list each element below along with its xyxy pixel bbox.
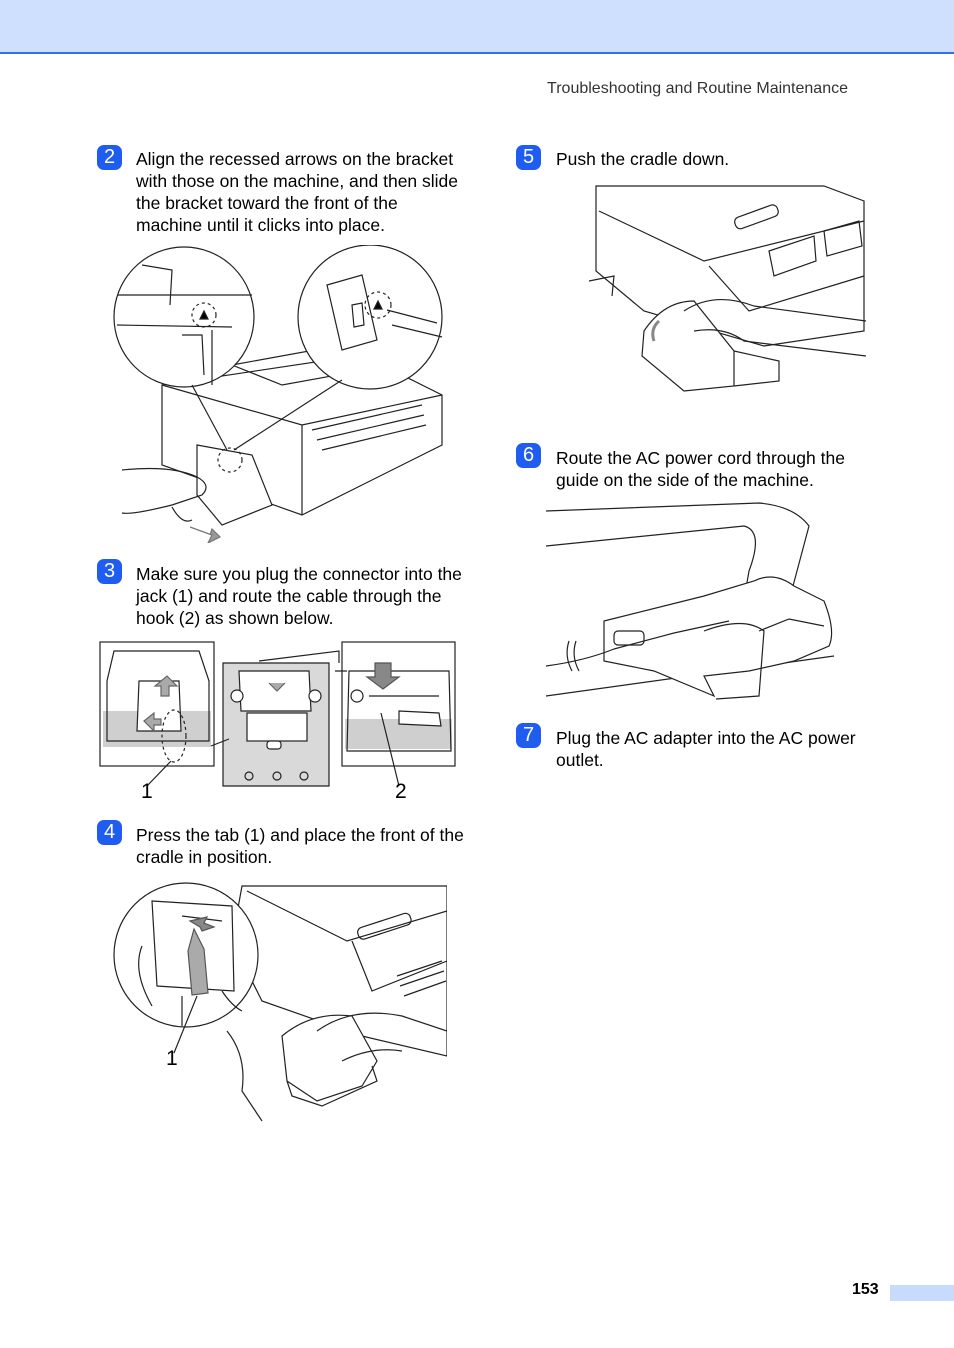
step-instruction: Plug the AC adapter into the AC power ou… — [556, 728, 856, 770]
callout-number: 1 — [166, 1047, 178, 1070]
step-number-badge: 4 — [97, 820, 122, 845]
figure-press-tab-cradle: 1 — [112, 881, 447, 1126]
page-tab-marker — [890, 1285, 954, 1301]
step-instruction: Press the tab (1) and place the front of… — [136, 825, 464, 867]
page-number: 153 — [852, 1281, 879, 1298]
step-instruction: Make sure you plug the connector into th… — [136, 564, 462, 628]
figure-route-power-cord — [544, 501, 836, 701]
callout-number: 2 — [395, 780, 407, 803]
step-instruction: Push the cradle down. — [556, 149, 730, 169]
figure-push-cradle-down — [584, 181, 866, 397]
figure-align-bracket — [112, 245, 447, 543]
callout-number: 1 — [141, 780, 153, 803]
step-number-badge: 3 — [97, 559, 122, 584]
figure-connector-jack-hook: 1 2 — [99, 641, 457, 806]
step-instruction: Align the recessed arrows on the bracket… — [136, 149, 459, 235]
running-title: Troubleshooting and Routine Maintenance — [547, 80, 848, 97]
header-band — [0, 0, 954, 54]
step-number-badge: 7 — [516, 723, 541, 748]
step-number-badge: 2 — [97, 145, 122, 170]
step-number-badge: 5 — [516, 145, 541, 170]
step-instruction: Route the AC power cord through the guid… — [556, 448, 845, 490]
step-number-badge: 6 — [516, 443, 541, 468]
